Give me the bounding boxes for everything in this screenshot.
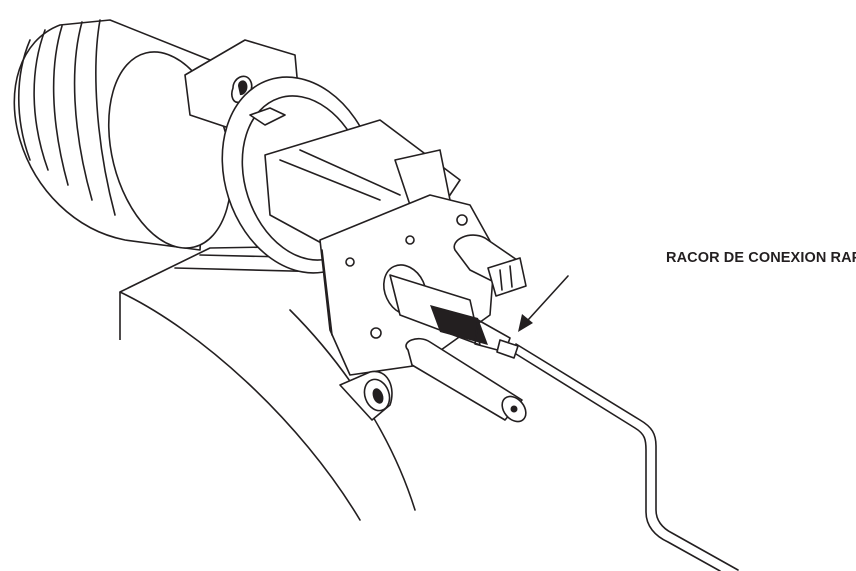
callout-arrow — [518, 275, 569, 332]
connector — [453, 234, 527, 297]
motor — [13, 19, 233, 251]
mounting-bracket — [339, 370, 393, 421]
callout-label: RACOR DE CONEXION RAPIDA — [666, 250, 856, 266]
outlet-fitting — [383, 264, 519, 359]
oil-pipe — [515, 343, 739, 571]
return-stub — [405, 337, 527, 423]
